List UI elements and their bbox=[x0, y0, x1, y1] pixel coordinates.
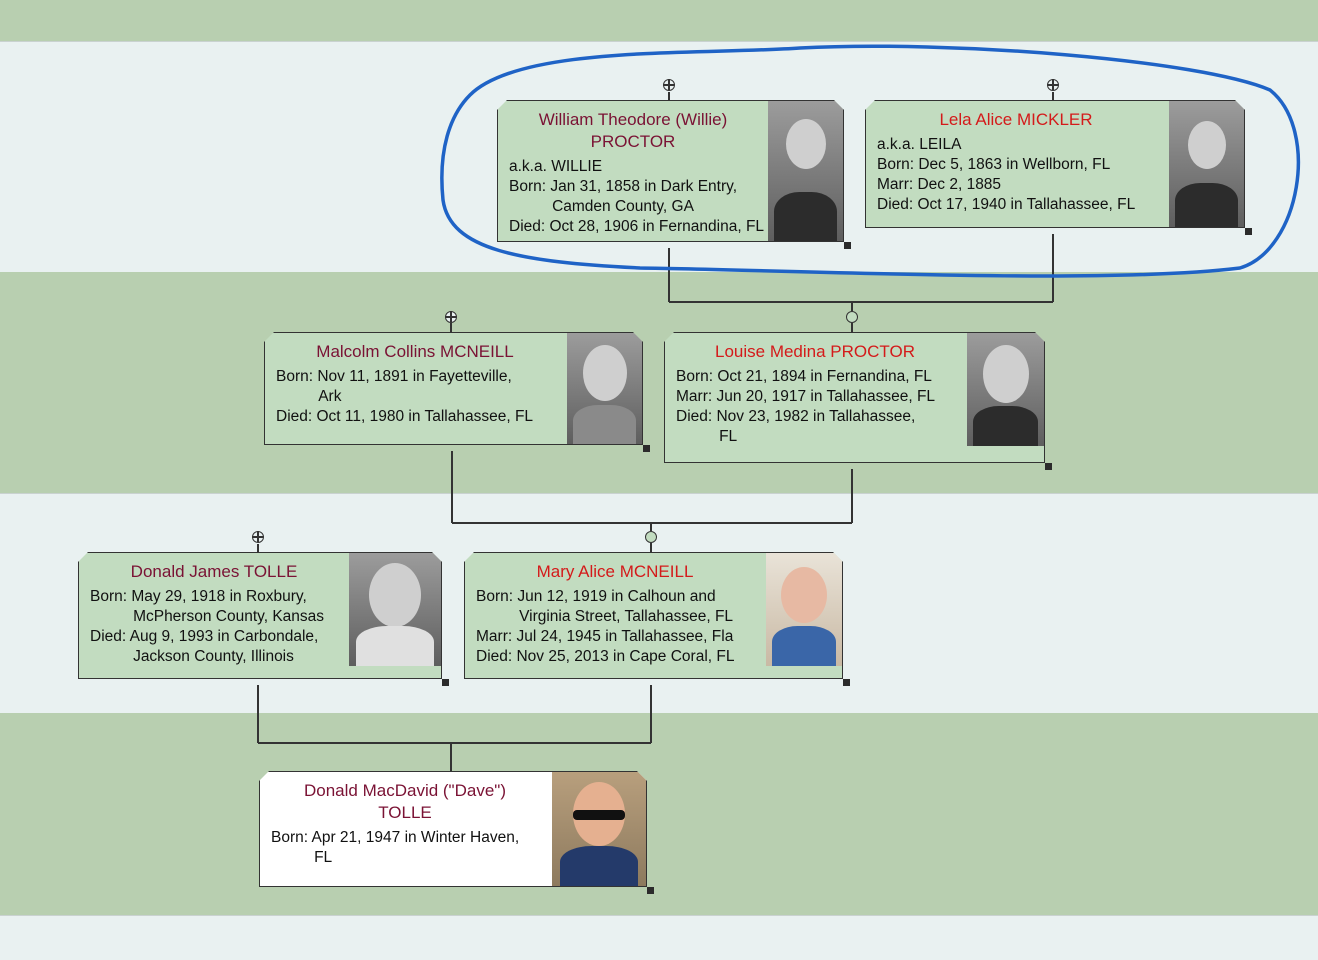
person-photo bbox=[567, 333, 642, 444]
person-card-dave-tolle[interactable]: Donald MacDavid ("Dave") TOLLE Born: Apr… bbox=[259, 771, 647, 887]
person-card-malcolm-mcneill[interactable]: Malcolm Collins MCNEILL Born: Nov 11, 18… bbox=[264, 332, 643, 445]
person-card-mary-alice-mcneill[interactable]: Mary Alice MCNEILL Born: Jun 12, 1919 in… bbox=[464, 552, 843, 679]
person-photo bbox=[552, 772, 646, 886]
generation-band bbox=[0, 272, 1318, 493]
family-node-icon[interactable] bbox=[846, 311, 858, 323]
highlight-circle bbox=[440, 44, 1301, 278]
person-name: Mary Alice MCNEILL bbox=[536, 562, 694, 581]
person-photo bbox=[1169, 101, 1244, 227]
person-name: Malcolm Collins MCNEILL bbox=[316, 342, 514, 361]
person-details: a.k.a. WILLIE Born: Jan 31, 1858 in Dark… bbox=[509, 158, 765, 235]
person-name: Donald James TOLLE bbox=[130, 562, 298, 581]
person-card-william-proctor[interactable]: William Theodore (Willie) PROCTOR a.k.a.… bbox=[497, 100, 844, 242]
generation-band bbox=[0, 0, 1318, 41]
person-photo bbox=[766, 553, 842, 666]
person-photo bbox=[349, 553, 441, 666]
person-details: Born: Oct 21, 1894 in Fernandina, FL Mar… bbox=[676, 368, 936, 445]
person-card-lela-mickler[interactable]: Lela Alice MICKLER a.k.a. LEILA Born: De… bbox=[865, 100, 1245, 228]
person-photo bbox=[967, 333, 1044, 446]
person-card-louise-proctor[interactable]: Louise Medina PROCTOR Born: Oct 21, 1894… bbox=[664, 332, 1045, 463]
expand-parents-icon[interactable] bbox=[663, 79, 675, 91]
family-node-icon[interactable] bbox=[645, 531, 657, 543]
person-details: Born: Apr 21, 1947 in Winter Haven, FL bbox=[271, 829, 520, 866]
expand-parents-icon[interactable] bbox=[252, 531, 264, 543]
person-details: Born: Nov 11, 1891 in Fayetteville, Ark … bbox=[276, 368, 534, 425]
expand-parents-icon[interactable] bbox=[1047, 79, 1059, 91]
person-details: a.k.a. LEILA Born: Dec 5, 1863 in Wellbo… bbox=[877, 136, 1136, 213]
person-name: William Theodore (Willie) PROCTOR bbox=[538, 110, 728, 151]
person-details: Born: Jun 12, 1919 in Calhoun and Virgin… bbox=[476, 588, 735, 665]
person-photo bbox=[768, 101, 843, 241]
person-name: Louise Medina PROCTOR bbox=[715, 342, 915, 361]
expand-parents-icon[interactable] bbox=[445, 311, 457, 323]
generation-band bbox=[0, 713, 1318, 915]
person-name: Donald MacDavid ("Dave") TOLLE bbox=[304, 781, 506, 822]
person-card-donald-james-tolle[interactable]: Donald James TOLLE Born: May 29, 1918 in… bbox=[78, 552, 442, 679]
generation-band bbox=[0, 915, 1318, 960]
person-name: Lela Alice MICKLER bbox=[939, 110, 1093, 129]
person-details: Born: May 29, 1918 in Roxbury, McPherson… bbox=[90, 588, 325, 665]
